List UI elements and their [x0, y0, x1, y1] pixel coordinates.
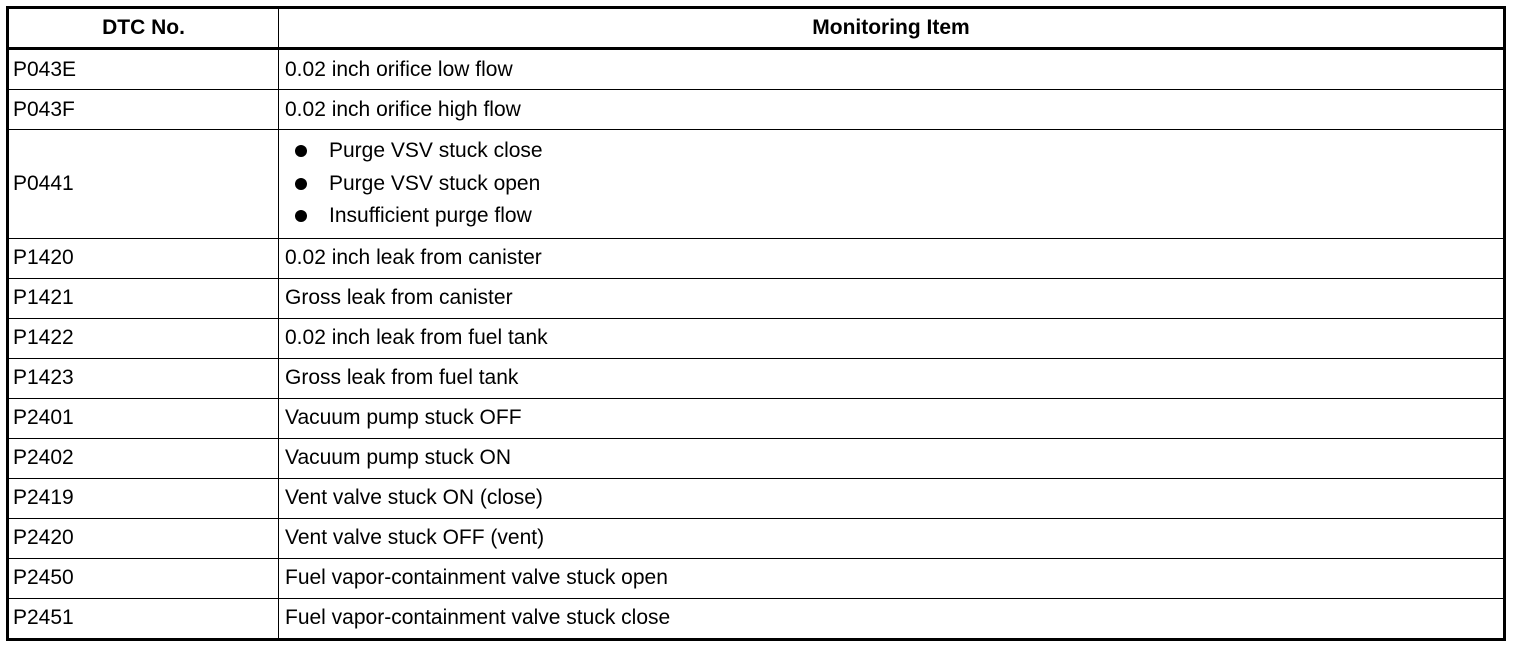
dtc-code-cell: P0441: [7, 129, 279, 239]
monitoring-item-bullet-list: Purge VSV stuck close Purge VSV stuck op…: [280, 130, 1504, 237]
dtc-code-cell: P043F: [7, 89, 279, 130]
bullet-list-item: Purge VSV stuck open: [295, 168, 1503, 201]
dtc-code-cell: P2401: [7, 397, 279, 439]
bullet-list-item: Insufficient purge flow: [295, 200, 1503, 233]
monitoring-item-cell: Fuel vapor-containment valve stuck open: [278, 557, 1505, 599]
monitoring-item-cell: Gross leak from canister: [278, 277, 1505, 319]
table-body: P043E 0.02 inch orifice low flow P043F 0…: [7, 48, 1505, 640]
dtc-code-cell: P1423: [7, 357, 279, 399]
table-row: P1422 0.02 inch leak from fuel tank: [7, 317, 1505, 359]
dtc-code-cell: P1422: [7, 317, 279, 359]
monitoring-item-cell: Vent valve stuck ON (close): [278, 477, 1505, 519]
column-header-monitoring-item: Monitoring Item: [278, 7, 1505, 50]
dtc-monitoring-table: DTC No. Monitoring Item P043E 0.02 inch …: [6, 6, 1506, 641]
dtc-code-cell: P2450: [7, 557, 279, 599]
dtc-code-cell: P2451: [7, 597, 279, 640]
dtc-code-cell: P2419: [7, 477, 279, 519]
monitoring-item-cell: 0.02 inch leak from canister: [278, 237, 1505, 279]
table-row: P1420 0.02 inch leak from canister: [7, 237, 1505, 279]
table-row: P1423 Gross leak from fuel tank: [7, 357, 1505, 399]
table-row: P2419 Vent valve stuck ON (close): [7, 477, 1505, 519]
table-row: P0441 Purge VSV stuck close Purge VSV st…: [7, 129, 1505, 239]
table-header-row: DTC No. Monitoring Item: [7, 7, 1505, 50]
table-row: P2420 Vent valve stuck OFF (vent): [7, 517, 1505, 559]
table-row: P2450 Fuel vapor-containment valve stuck…: [7, 557, 1505, 599]
bullet-text: Purge VSV stuck open: [329, 171, 541, 195]
table-row: P2401 Vacuum pump stuck OFF: [7, 397, 1505, 439]
monitoring-item-cell: Purge VSV stuck close Purge VSV stuck op…: [278, 129, 1505, 239]
bullet-icon: [295, 177, 307, 190]
column-header-dtc-no: DTC No.: [7, 7, 279, 50]
monitoring-item-cell: Fuel vapor-containment valve stuck close: [278, 597, 1505, 640]
dtc-code-cell: P1420: [7, 237, 279, 279]
monitoring-item-cell: Vacuum pump stuck OFF: [278, 397, 1505, 439]
bullet-list-item: Purge VSV stuck close: [295, 135, 1503, 168]
table-row: P043F 0.02 inch orifice high flow: [7, 89, 1505, 130]
dtc-code-cell: P2402: [7, 437, 279, 479]
monitoring-item-cell: Vacuum pump stuck ON: [278, 437, 1505, 479]
dtc-code-cell: P1421: [7, 277, 279, 319]
bullet-icon: [295, 145, 307, 157]
dtc-code-cell: P043E: [7, 48, 279, 90]
table-row: P2402 Vacuum pump stuck ON: [7, 437, 1505, 479]
bullet-icon: [295, 210, 307, 222]
monitoring-item-cell: 0.02 inch orifice low flow: [278, 48, 1505, 90]
table-row: P043E 0.02 inch orifice low flow: [7, 48, 1505, 90]
table-row: P2451 Fuel vapor-containment valve stuck…: [7, 597, 1505, 640]
monitoring-item-cell: 0.02 inch leak from fuel tank: [278, 317, 1505, 359]
dtc-code-cell: P2420: [7, 517, 279, 559]
bullet-text: Insufficient purge flow: [329, 204, 532, 227]
bullet-text: Purge VSV stuck close: [329, 139, 543, 162]
table-row: P1421 Gross leak from canister: [7, 277, 1505, 319]
monitoring-item-cell: Gross leak from fuel tank: [278, 357, 1505, 399]
monitoring-item-cell: 0.02 inch orifice high flow: [278, 89, 1505, 130]
monitoring-item-cell: Vent valve stuck OFF (vent): [278, 517, 1505, 559]
